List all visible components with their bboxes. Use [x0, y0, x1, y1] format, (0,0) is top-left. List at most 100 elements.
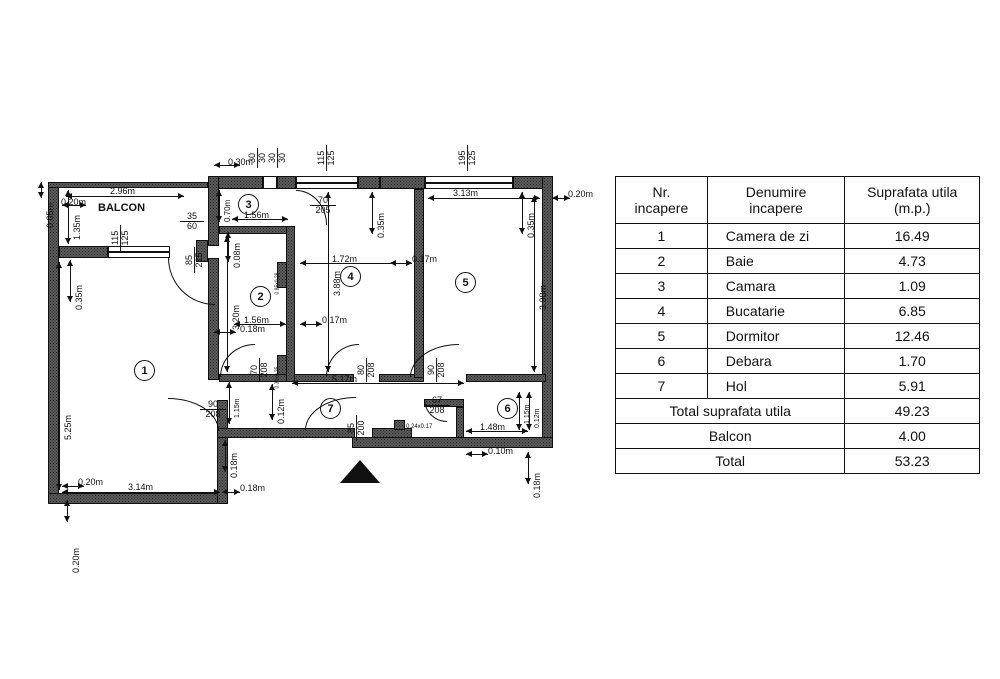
total-label: Balcon: [614, 423, 846, 449]
wall-bottom-left: [48, 493, 228, 504]
header-area: Suprafata utila (m.p.): [844, 176, 980, 224]
dim-buc-388: 3.88m: [332, 270, 342, 296]
dim-dorm-035-left: 0.35m: [376, 212, 386, 238]
dim-left-wall-035: 0.35m: [74, 284, 84, 310]
cell-name: Baie: [706, 248, 846, 274]
table-header-row: Nr. incapere Denumire incapere Suprafata…: [615, 176, 980, 224]
wall-bucatarie-bottom-2: [379, 374, 424, 382]
room-number-5: 5: [455, 272, 476, 293]
cell-name: Bucatarie: [706, 298, 846, 324]
cell-name: Hol: [706, 373, 846, 399]
dim-hall-517: 5.17m: [332, 374, 358, 384]
table-row: 2 Baie 4.73: [615, 248, 980, 274]
total-value: 53.23: [844, 448, 980, 474]
room-2-label: 2: [257, 290, 264, 303]
dim-line-balcony-left-h: [65, 190, 71, 244]
wall-debara-left: [456, 407, 464, 438]
dim-hall-115: 1.15m: [234, 398, 241, 418]
cell-name: Debara: [706, 348, 846, 374]
cell-nr: 6: [615, 348, 708, 374]
cell-nr: 4: [615, 298, 708, 324]
wall-balcony-sep: [59, 246, 108, 258]
total-label: Total suprafata utila: [614, 398, 846, 424]
balcony-label: BALCON: [98, 202, 146, 214]
total-value: 4.00: [844, 423, 980, 449]
dim-hall-012: 0.12m: [276, 398, 286, 424]
dim-line-balcony-width: [66, 193, 184, 199]
cell-area: 1.09: [844, 273, 980, 299]
cell-nr: 7: [615, 373, 708, 399]
dim-line-debara-115: [516, 392, 522, 430]
pipe-block-3: [394, 420, 405, 430]
table-row: 5 Dormitor 12.46: [615, 323, 980, 349]
wall-balcony-top: [48, 182, 208, 188]
dim-line-hall-018: [222, 440, 228, 472]
pipe-label-1: 0.85x0.28: [274, 272, 281, 295]
dim-line-baie-008: [225, 232, 231, 262]
window-kitchen-line: [296, 182, 358, 184]
dim-line-baie-018: [214, 329, 236, 335]
pipe-label-3: 0.24x0.17: [406, 424, 433, 430]
cell-area: 4.73: [844, 248, 980, 274]
dim-line-dorm-035-right: [519, 192, 525, 234]
room-5-label: 5: [462, 276, 469, 289]
dim-hall-018: 0.18m: [229, 452, 239, 478]
total-value: 49.23: [844, 398, 980, 424]
wall-bucatarie-dormitor: [414, 189, 424, 378]
dim-line-debara-012: [526, 392, 532, 430]
room-number-6: 6: [497, 398, 518, 419]
wall-bottom-right: [352, 437, 553, 448]
dim-line-balcony-wall: [62, 202, 86, 208]
dim-line-hall-012: [269, 384, 275, 420]
cell-area: 16.49: [844, 223, 980, 249]
dim-right-018: 0.18m: [532, 472, 542, 498]
dim-line-top-030: [214, 162, 240, 168]
room-number-1: 1: [134, 360, 155, 381]
header-nr: Nr. incapere: [615, 176, 708, 224]
dim-line-dorm-398: [531, 196, 537, 372]
dim-baie-008: 0.08m: [232, 242, 242, 268]
room-number-7: 7: [320, 398, 341, 419]
wall-living-right: [217, 400, 228, 504]
dim-buc-017: 0.17m: [322, 315, 348, 325]
dim-line-camara-156: [232, 216, 288, 222]
dim-bottom-outer-020: 0.20m: [71, 547, 81, 573]
table-row: 4 Bucatarie 6.85: [615, 298, 980, 324]
dim-debara-012: 0.12m: [534, 408, 541, 428]
dim-living-height: 5.25m: [63, 414, 73, 440]
dim-line-bottom-right-018: [222, 489, 240, 495]
cell-nr: 3: [615, 273, 708, 299]
area-table: Nr. incapere Denumire incapere Suprafata…: [614, 176, 980, 474]
dim-line-buc-388: [325, 192, 331, 372]
dim-debara-010: 0.10m: [488, 446, 514, 456]
wall-right-outer: [542, 176, 553, 448]
dim-bottom-left-020: 0.20m: [78, 477, 104, 487]
dim-line-right-018: [525, 452, 531, 484]
room-7-label: 7: [327, 402, 334, 415]
window-balcony-line: [108, 251, 170, 253]
dim-dorm-017: 0.17m: [412, 254, 438, 264]
room-number-2: 2: [250, 286, 271, 307]
dim-line-bottom-outer: [64, 500, 70, 522]
dim-line-hall-517: [292, 380, 464, 386]
window-bedroom-line: [425, 182, 513, 184]
cell-area: 5.91: [844, 373, 980, 399]
door-arc-bucatarie: [326, 344, 359, 377]
dim-bottom-width: 3.14m: [128, 482, 154, 492]
wall-bucatarie-bottom: [294, 374, 354, 382]
cell-area: 6.85: [844, 298, 980, 324]
dim-left-outer: 0.05m: [45, 202, 55, 228]
table-total-row: Balcon 4.00: [614, 423, 980, 449]
cell-nr: 2: [615, 248, 708, 274]
total-label: Total: [614, 448, 846, 474]
dim-line-debara-010: [466, 451, 488, 457]
dim-line-baie-320: [224, 236, 230, 372]
room-3-label: 3: [245, 198, 252, 211]
dim-line-dorm-035-left: [369, 192, 375, 234]
